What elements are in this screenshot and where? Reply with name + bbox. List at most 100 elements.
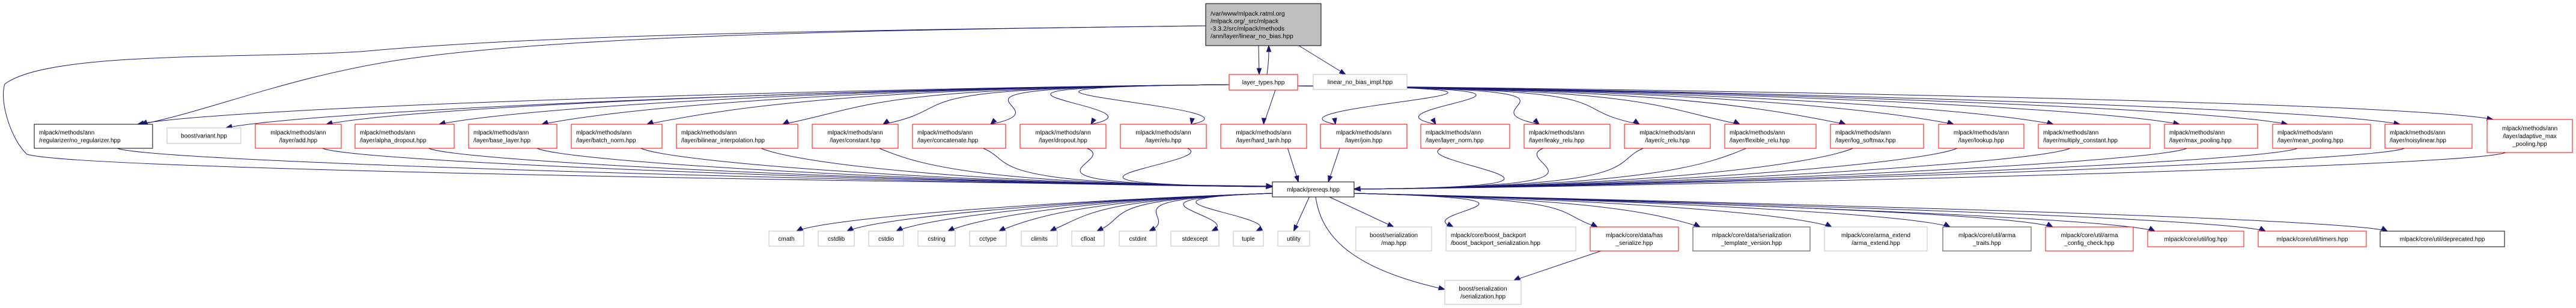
node-box[interactable] [255,124,342,149]
node-box[interactable] [1942,226,2032,252]
node-box[interactable] [868,231,904,247]
node-box[interactable] [812,124,899,149]
node-noisylinear[interactable]: mlpack/methods/ann/layer/noisylinear.hpp [2384,124,2473,149]
node-batch-norm[interactable]: mlpack/methods/ann/layer/batch_norm.hpp [571,124,663,149]
node-box[interactable] [1229,74,1298,91]
node-box[interactable] [768,231,804,247]
node-serialization-template-version[interactable]: mlpack/core/data/serialization_template_… [1692,226,1811,252]
node-box[interactable] [676,124,798,149]
node-box[interactable] [1938,124,2025,149]
node-box[interactable] [2384,124,2473,149]
node-deprecated[interactable]: mlpack/core/util/deprecated.hpp [2380,231,2505,247]
node-box[interactable] [468,124,557,149]
node-box[interactable] [969,231,1007,247]
node-join[interactable]: mlpack/methods/ann/layer/join.hpp [1320,124,1408,149]
node-cstdio[interactable]: cstdio [868,231,904,247]
node-box[interactable] [1830,124,1924,149]
node-box[interactable] [2258,231,2367,247]
node-log[interactable]: mlpack/core/util/log.hpp [2147,231,2244,247]
node-box[interactable] [1420,124,1510,149]
node-add[interactable]: mlpack/methods/ann/layer/add.hpp [255,124,342,149]
node-cstdint[interactable]: cstdint [1119,231,1157,247]
node-hard-tanh[interactable]: mlpack/methods/ann/layer/hard_tanh.hpp [1220,124,1307,149]
node-cstdlib[interactable]: cstdlib [818,231,855,247]
node-linear-no-bias-impl[interactable]: linear_no_bias_impl.hpp [1313,74,1408,90]
node-adaptive-max-pooling[interactable]: mlpack/methods/ann/layer/adaptive_max_po… [2486,119,2573,153]
node-timers[interactable]: mlpack/core/util/timers.hpp [2258,231,2367,247]
node-cctype[interactable]: cctype [969,231,1007,247]
node-box[interactable] [1120,124,1207,149]
node-root[interactable]: /var/www/mlpack.ratml.org/mlpack.org/_sr… [1205,3,1322,46]
node-has-serialize[interactable]: mlpack/core/data/has_serialize.hpp [1590,226,1679,252]
node-layer-norm[interactable]: mlpack/methods/ann/layer/layer_norm.hpp [1420,124,1510,149]
node-box[interactable] [917,231,956,247]
node-box[interactable] [1205,3,1322,46]
node-arma-config-check[interactable]: mlpack/core/util/arma_config_check.hpp [2045,226,2134,252]
node-box[interactable] [1119,231,1157,247]
node-multiply-constant[interactable]: mlpack/methods/ann/layer/multiply_consta… [2038,124,2151,149]
node-box[interactable] [1523,124,1611,149]
node-layer-types[interactable]: layer_types.hpp [1229,74,1298,91]
node-climits[interactable]: climits [1021,231,1058,247]
node-c-relu[interactable]: mlpack/methods/ann/layer/c_relu.hpp [1624,124,1711,149]
node-alpha-dropout[interactable]: mlpack/methods/ann/layer/alpha_dropout.h… [354,124,455,149]
node-log-softmax[interactable]: mlpack/methods/ann/layer/log_softmax.hpp [1830,124,1924,149]
node-box[interactable] [1445,226,1576,252]
node-cfloat[interactable]: cfloat [1071,231,1105,247]
node-box[interactable] [1320,124,1408,149]
node-constant[interactable]: mlpack/methods/ann/layer/constant.hpp [812,124,899,149]
node-variant[interactable]: boost/variant.hpp [166,127,242,144]
node-box[interactable] [1692,226,1811,252]
node-arma-traits[interactable]: mlpack/core/util/arma_traits.hpp [1942,226,2032,252]
node-cmath[interactable]: cmath [768,231,804,247]
node-box[interactable] [2272,124,2371,149]
node-box[interactable] [1071,231,1105,247]
node-box[interactable] [2164,124,2258,149]
node-box[interactable] [1313,74,1408,90]
node-box[interactable] [1824,226,1928,252]
node-boost-backport[interactable]: mlpack/core/boost_backport/boost_backpor… [1445,226,1576,252]
node-bilinear-interpolation[interactable]: mlpack/methods/ann/layer/bilinear_interp… [676,124,798,149]
node-box[interactable] [2045,226,2134,252]
node-box[interactable] [2380,231,2505,247]
node-box[interactable] [2038,124,2151,149]
node-arma-extend[interactable]: mlpack/core/arma_extend/arma_extend.hpp [1824,226,1928,252]
node-box[interactable] [166,127,242,144]
node-elu[interactable]: mlpack/methods/ann/layer/elu.hpp [1120,124,1207,149]
node-box[interactable] [912,124,1006,149]
node-box[interactable] [1724,124,1817,149]
node-box[interactable] [1233,231,1264,247]
node-box[interactable] [1444,280,1522,305]
node-prereqs[interactable]: mlpack/prereqs.hpp [1272,181,1355,198]
node-box[interactable] [1220,124,1307,149]
node-box[interactable] [1170,231,1220,247]
node-box[interactable] [818,231,855,247]
node-box[interactable] [2486,119,2573,153]
node-tuple[interactable]: tuple [1233,231,1264,247]
node-no-regularizer[interactable]: mlpack/methods/ann/regularizer/no_regula… [34,124,153,149]
node-box[interactable] [1624,124,1711,149]
node-box[interactable] [1021,231,1058,247]
node-box[interactable] [1277,231,1310,247]
node-box[interactable] [1272,181,1355,198]
node-box[interactable] [571,124,663,149]
node-mean-pooling[interactable]: mlpack/methods/ann/layer/mean_pooling.hp… [2272,124,2371,149]
node-cstring[interactable]: cstring [917,231,956,247]
node-box[interactable] [1590,226,1679,252]
node-leaky-relu[interactable]: mlpack/methods/ann/layer/leaky_relu.hpp [1523,124,1611,149]
node-box[interactable] [1019,124,1107,149]
node-lookup[interactable]: mlpack/methods/ann/layer/lookup.hpp [1938,124,2025,149]
node-stdexcept[interactable]: stdexcept [1170,231,1220,247]
node-max-pooling[interactable]: mlpack/methods/ann/layer/max_pooling.hpp [2164,124,2258,149]
node-serialization[interactable]: boost/serialization/serialization.hpp [1444,280,1522,305]
node-base-layer[interactable]: mlpack/methods/ann/layer/base_layer.hpp [468,124,557,149]
node-dropout[interactable]: mlpack/methods/ann/layer/dropout.hpp [1019,124,1107,149]
node-box[interactable] [1355,226,1432,252]
node-flexible-relu[interactable]: mlpack/methods/ann/layer/flexible_relu.h… [1724,124,1817,149]
node-box[interactable] [2147,231,2244,247]
node-serialization-map[interactable]: boost/serialization/map.hpp [1355,226,1432,252]
node-box[interactable] [34,124,153,149]
node-box[interactable] [354,124,455,149]
node-utility[interactable]: utility [1277,231,1310,247]
node-concatenate[interactable]: mlpack/methods/ann/layer/concatenate.hpp [912,124,1006,149]
